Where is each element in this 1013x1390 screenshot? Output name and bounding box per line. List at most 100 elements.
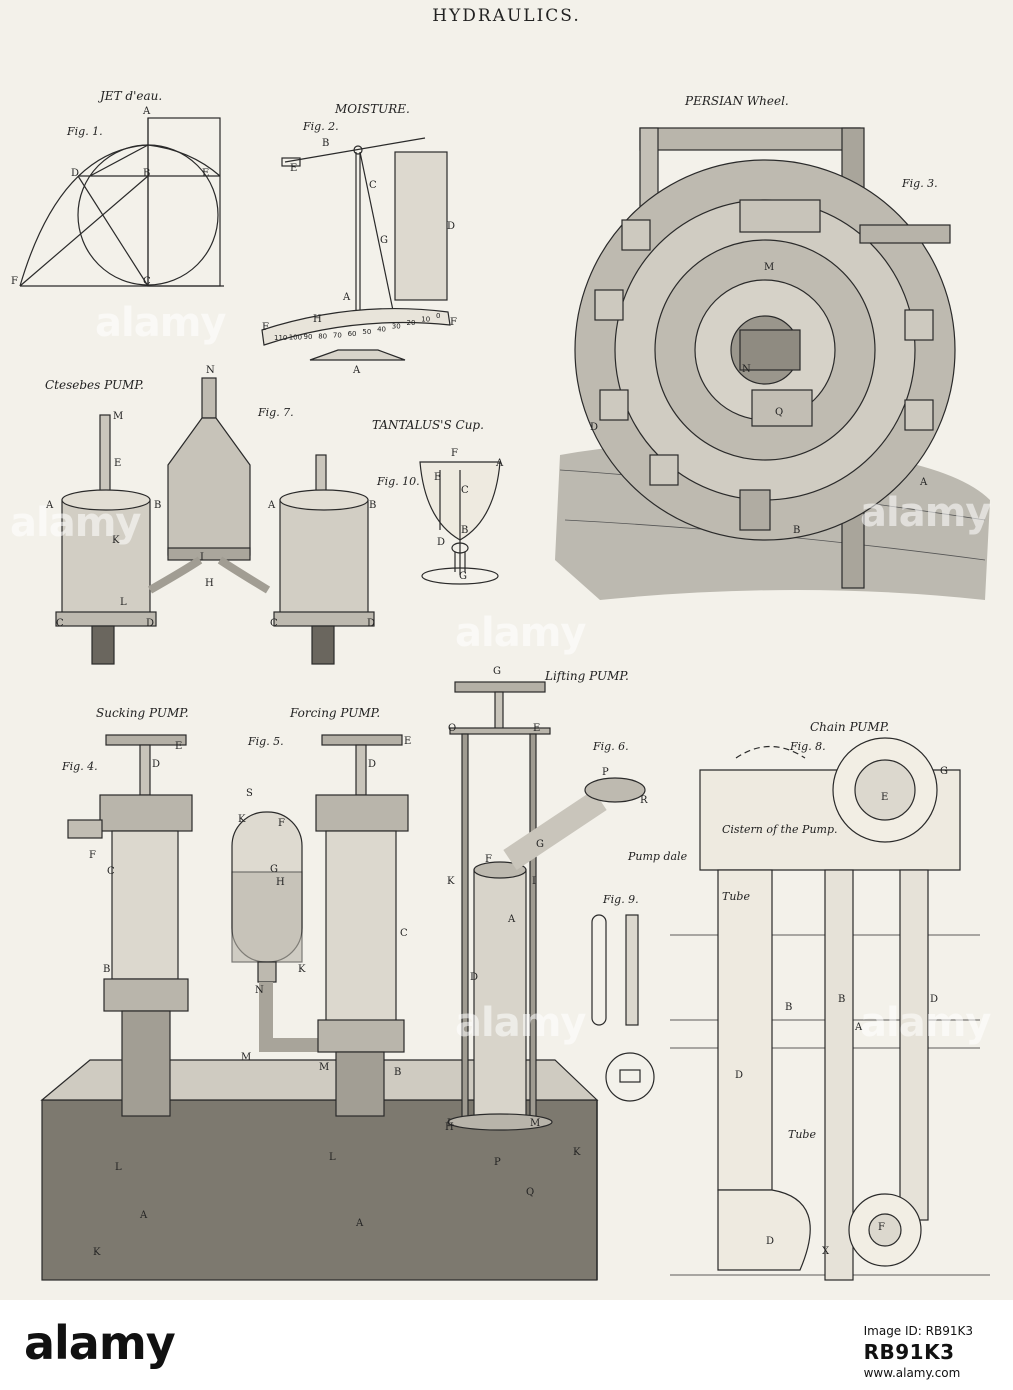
svg-text:Q: Q xyxy=(526,1187,534,1198)
watermark: alamy xyxy=(95,300,226,346)
svg-text:D: D xyxy=(447,221,455,232)
letter-labels: A B D E F C B E C G D A H F F A N M E A B K I H L C D A B C… xyxy=(11,106,948,1258)
svg-text:L: L xyxy=(447,1118,454,1129)
svg-text:E: E xyxy=(175,741,182,752)
svg-text:A: A xyxy=(919,477,928,488)
svg-text:F: F xyxy=(11,276,18,287)
svg-text:B: B xyxy=(793,525,800,536)
svg-text:F: F xyxy=(878,1222,885,1233)
caption-moisture: MOISTURE. xyxy=(335,102,410,116)
svg-text:M: M xyxy=(319,1062,329,1073)
svg-text:B: B xyxy=(369,500,376,511)
chain-pump-figure xyxy=(670,737,990,1281)
svg-text:D: D xyxy=(152,759,160,770)
svg-text:I: I xyxy=(200,552,204,563)
engraving-drawing: A B D E F C B E C G D A H F F A N M E A B K I H L C D A B C… xyxy=(11,106,990,1281)
svg-text:H: H xyxy=(276,877,285,888)
svg-text:M: M xyxy=(241,1052,251,1063)
svg-text:N: N xyxy=(255,985,264,996)
figure-label-10: Fig. 10. xyxy=(377,475,420,488)
watermark: alamy xyxy=(860,1000,991,1046)
scale-number: 10 xyxy=(421,316,430,324)
svg-text:B: B xyxy=(394,1067,401,1078)
figure-label-7: Fig. 7. xyxy=(258,406,294,419)
svg-text:G: G xyxy=(380,235,388,246)
scale-number: 100 xyxy=(289,334,302,342)
svg-text:F: F xyxy=(278,818,285,829)
svg-text:M: M xyxy=(764,262,774,273)
plate-title: HYDRAULICS. xyxy=(432,6,581,26)
svg-text:N: N xyxy=(742,364,751,375)
scale-number: 50 xyxy=(362,328,371,336)
svg-text:G: G xyxy=(536,839,544,850)
lifting-pump-figure xyxy=(447,681,646,1131)
svg-text:I: I xyxy=(532,876,536,887)
svg-text:F: F xyxy=(485,854,492,865)
watermark: alamy xyxy=(455,1000,586,1046)
svg-text:P: P xyxy=(494,1157,501,1168)
svg-text:A: A xyxy=(342,292,351,303)
footer-bar: alamy Image ID: RB91K3 RB91K3 www.alamy.… xyxy=(0,1300,1013,1390)
figure-label-9: Fig. 9. xyxy=(603,893,639,906)
svg-text:A: A xyxy=(352,365,361,376)
caption-tube-upper: Tube xyxy=(722,890,750,903)
caption-sucking-pump: Sucking PUMP. xyxy=(96,706,189,720)
svg-text:G: G xyxy=(940,766,948,777)
caption-pump-dale: Pump dale xyxy=(628,850,688,863)
svg-text:E: E xyxy=(202,168,209,179)
brand-logo: alamy xyxy=(24,1316,176,1370)
svg-text:E: E xyxy=(114,458,121,469)
svg-text:D: D xyxy=(590,422,598,433)
svg-text:G: G xyxy=(493,666,501,677)
svg-text:B: B xyxy=(461,525,468,536)
svg-text:L: L xyxy=(115,1162,122,1173)
svg-text:B: B xyxy=(838,994,845,1005)
svg-text:Q: Q xyxy=(775,407,783,418)
svg-text:R: R xyxy=(640,795,648,806)
svg-text:B: B xyxy=(103,964,110,975)
scale-number: 90 xyxy=(304,333,313,341)
svg-text:G: G xyxy=(270,864,278,875)
ctesebes-pump-figure xyxy=(55,377,375,665)
scale-number: 40 xyxy=(377,326,386,334)
svg-text:C: C xyxy=(107,866,115,877)
svg-text:K: K xyxy=(447,876,455,887)
svg-text:E: E xyxy=(404,736,411,747)
caption-ctesebes-pump: Ctesebes PUMP. xyxy=(45,378,144,392)
svg-text:D: D xyxy=(470,972,478,983)
svg-text:M: M xyxy=(530,1118,540,1129)
svg-text:A: A xyxy=(45,500,54,511)
svg-text:H: H xyxy=(313,314,322,325)
image-id-label: Image ID: RB91K3 xyxy=(863,1324,973,1338)
figure-label-8: Fig. 8. xyxy=(790,740,826,753)
svg-text:E: E xyxy=(533,723,540,734)
figure-label-3: Fig. 3. xyxy=(902,177,938,190)
svg-text:L: L xyxy=(120,597,127,608)
svg-text:D: D xyxy=(930,994,938,1005)
svg-text:G: G xyxy=(459,571,467,582)
figure-label-2: Fig. 2. xyxy=(303,120,339,133)
caption-jet-deau: JET d'eau. xyxy=(100,89,163,103)
svg-text:C: C xyxy=(270,618,278,629)
svg-text:E: E xyxy=(434,472,441,483)
caption-tantalus-cup: TANTALUS'S Cup. xyxy=(372,418,484,432)
sucking-pump-figure xyxy=(67,734,193,1117)
svg-text:F: F xyxy=(451,448,458,459)
svg-text:D: D xyxy=(368,759,376,770)
svg-text:C: C xyxy=(400,928,408,939)
jet-deau-figure xyxy=(19,117,224,287)
svg-text:S: S xyxy=(246,788,253,799)
scale-number: 60 xyxy=(348,330,357,338)
scale-number: 70 xyxy=(333,332,342,340)
svg-text:K: K xyxy=(573,1147,581,1158)
svg-text:E: E xyxy=(881,792,888,803)
caption-forcing-pump: Forcing PUMP. xyxy=(290,706,381,720)
svg-text:E: E xyxy=(290,163,297,174)
svg-text:D: D xyxy=(367,618,375,629)
svg-text:F: F xyxy=(262,322,269,333)
svg-text:A: A xyxy=(355,1218,364,1229)
svg-text:K: K xyxy=(238,814,246,825)
watermark: alamy xyxy=(860,490,991,536)
image-id-block: Image ID: RB91K3 RB91K3 www.alamy.com xyxy=(864,1324,973,1380)
